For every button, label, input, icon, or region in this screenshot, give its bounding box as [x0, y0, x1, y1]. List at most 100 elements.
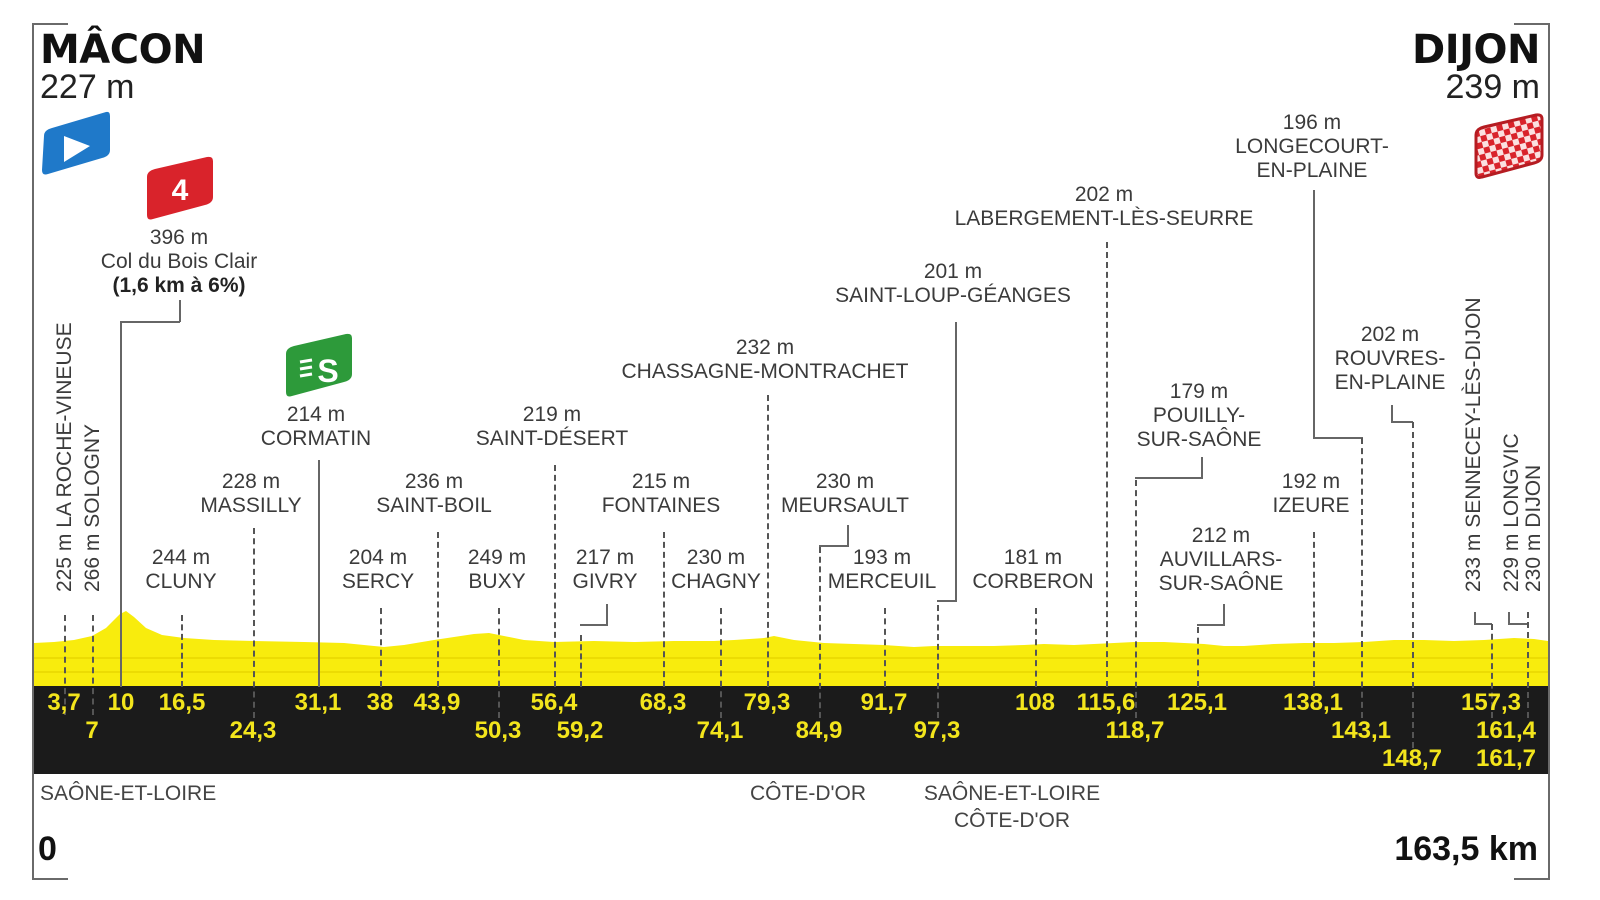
svg-text:4: 4: [172, 174, 189, 207]
km-value: 161,4: [1475, 717, 1537, 744]
leader-line: [580, 624, 608, 626]
label-sennecey-les-dijon: 233 m SENNECEY-LÈS-DIJON: [1462, 297, 1485, 592]
km-value: 38: [366, 689, 394, 716]
frame-corner: [32, 878, 68, 880]
marker-line: [554, 465, 556, 687]
km-value: 7: [85, 717, 99, 744]
km-value: 118,7: [1105, 717, 1165, 744]
department-label: SAÔNE-ET-LOIRE: [40, 782, 217, 805]
marker-line: [64, 615, 66, 715]
leader-line: [1474, 612, 1476, 624]
leader-line: [318, 460, 320, 687]
start-altitude: 227 m: [40, 68, 135, 106]
km-value: 16,5: [158, 689, 206, 716]
km-value: 3,7: [47, 689, 81, 716]
km-value: 91,7: [860, 689, 908, 716]
km-value: 79,3: [743, 689, 791, 716]
marker-line: [1106, 242, 1108, 687]
marker-line: [181, 615, 183, 687]
leader-line: [1508, 612, 1510, 624]
km-value: 161,7: [1475, 745, 1537, 772]
leader-line: [1223, 604, 1225, 626]
km-value: 97,3: [913, 717, 961, 744]
km-value: 108: [1014, 689, 1056, 716]
km-value: 143,1: [1330, 717, 1392, 744]
start-flag-icon: [42, 111, 110, 175]
km-value: 148,7: [1381, 745, 1443, 772]
finish-altitude: 239 m: [1445, 68, 1541, 106]
marker-line: [437, 532, 439, 687]
marker-line: [1527, 612, 1529, 718]
department-label: CÔTE-D'OR: [749, 782, 867, 805]
km-value: 74,1: [696, 717, 744, 744]
km-value: 59,2: [556, 717, 604, 744]
km-value: 157,3: [1460, 689, 1522, 716]
marker-line: [380, 608, 382, 687]
climb-cat4-icon: 4: [147, 156, 213, 220]
km-value: 56,4: [530, 689, 578, 716]
finish-block: DIJON 239 m: [1412, 30, 1540, 104]
frame-corner: [32, 23, 68, 25]
marker-line: [819, 547, 821, 718]
leader-line: [1474, 623, 1492, 625]
leader-line: [955, 322, 957, 602]
marker-line: [1412, 422, 1414, 748]
km-value: 24,3: [229, 717, 277, 744]
finish-city: DIJON: [1412, 27, 1540, 73]
leader-line: [1313, 190, 1315, 438]
leader-line: [1313, 437, 1363, 439]
km-value: 84,9: [795, 717, 843, 744]
start-city: MÂCON: [40, 27, 206, 73]
leader-line: [819, 545, 849, 547]
marker-line: [720, 608, 722, 718]
svg-text:S: S: [317, 353, 338, 389]
marker-line: [1313, 532, 1315, 687]
start-block: MÂCON 227 m: [40, 27, 206, 106]
leader-line: [937, 600, 957, 602]
frame-corner: [1514, 878, 1550, 880]
leader-line: [1201, 457, 1203, 479]
marker-line: [1035, 608, 1037, 687]
climb-label: 396 m Col du Bois Clair (1,6 km à 6%): [100, 226, 258, 297]
leader-line: [1391, 405, 1393, 423]
leader-line: [1391, 421, 1413, 423]
frame-left: [32, 24, 34, 880]
leader-line: [606, 604, 608, 626]
km-band: [34, 686, 1548, 774]
km-value: 125,1: [1166, 689, 1228, 716]
frame-corner: [1514, 23, 1550, 25]
leader-line: [1135, 477, 1203, 479]
elevation-profile: [34, 611, 1548, 688]
label-sologny: 266 m SOLOGNY: [81, 423, 104, 592]
km-value: 115,6: [1076, 689, 1136, 716]
marker-line: [767, 395, 769, 687]
label-la-roche-vineuse: 225 m LA ROCHE-VINEUSE: [53, 322, 76, 592]
distance-start: 0: [38, 830, 57, 868]
km-value: 50,3: [474, 717, 522, 744]
checkered-finish-flag-icon: [1474, 113, 1544, 179]
marker-line: [580, 635, 582, 687]
marker-line: [1197, 627, 1199, 687]
department-label: SAÔNE-ET-LOIRE CÔTE-D'OR: [923, 782, 1101, 832]
km-value: 31,1: [294, 689, 342, 716]
marker-line: [1491, 624, 1493, 718]
marker-line: [92, 615, 94, 715]
marker-line: [253, 528, 255, 718]
